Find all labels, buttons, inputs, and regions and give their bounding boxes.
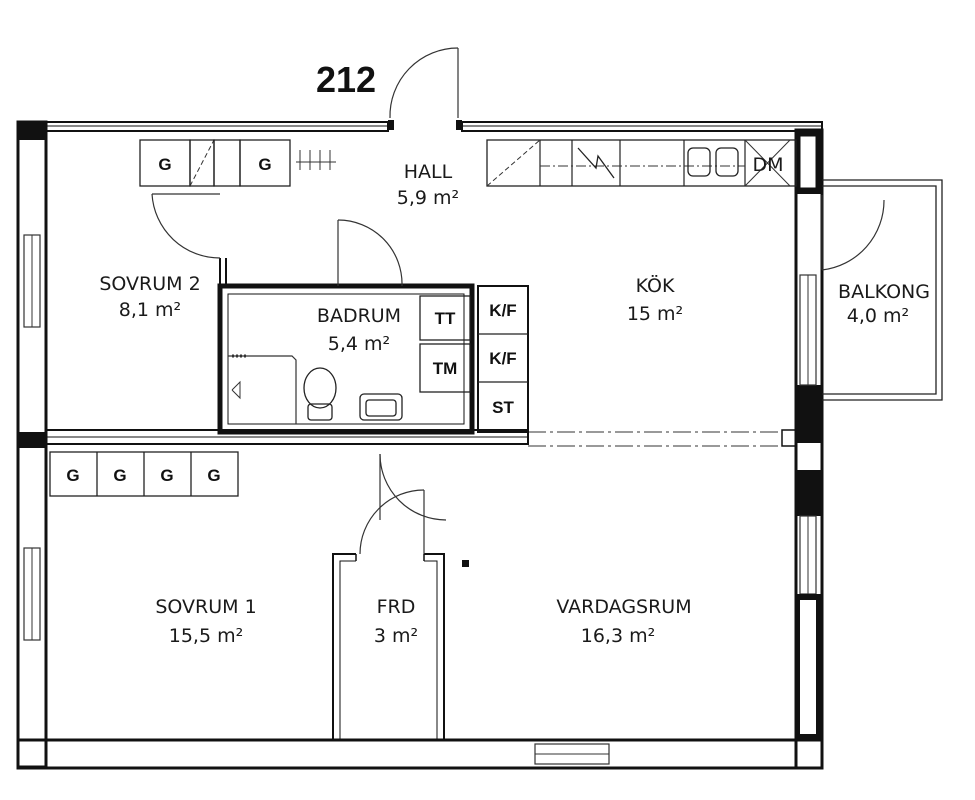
wardrobe-label: G [66,466,79,485]
room-name-kok: KÖK [636,274,675,297]
unit-number: 212 [316,59,376,100]
room-name-sovrum2: SOVRUM 2 [99,273,200,295]
sovrum1-wardrobes: G G G G [49,451,239,497]
room-name-badrum: BADRUM [317,305,401,327]
bathroom-fixtures [228,354,403,424]
sovrum2-wardrobes: G G [139,139,336,187]
toilet-icon [303,367,337,421]
room-area-kok: 15 m² [627,303,683,325]
doors [151,47,469,567]
dishwasher-label: DM [752,154,783,176]
laundry-column: TT TM K/F K/F ST [419,285,529,433]
kitchen-counter: DM [486,139,797,187]
dishwasher-icon [744,139,791,187]
kf-label: K/F [489,301,516,320]
room-name-hall: HALL [404,161,453,183]
shower-icon [228,355,297,424]
room-area-sovrum1: 15,5 m² [169,625,243,647]
room-area-balkong: 4,0 m² [847,305,909,327]
stove-icon [687,147,739,177]
room-area-sovrum2: 8,1 m² [119,299,181,321]
refrigerator-icon [577,147,615,179]
tt-label: TT [435,309,456,328]
balcony [821,179,943,401]
st-label: ST [492,398,514,417]
wardrobe-label: G [207,466,220,485]
room-area-frd: 3 m² [374,625,418,647]
room-name-frd: FRD [377,596,416,618]
room-area-hall: 5,9 m² [397,187,459,209]
tm-label: TM [433,359,458,378]
wardrobe-label: G [158,155,171,174]
wardrobe-label: G [160,466,173,485]
interior-walls [45,120,797,740]
sink-icon [359,393,403,421]
room-name-sovrum1: SOVRUM 1 [155,596,256,618]
radiator-icon [296,150,336,170]
room-name-balkong: BALKONG [838,281,930,303]
room-area-vardagsrum: 16,3 m² [581,625,655,647]
room-area-badrum: 5,4 m² [328,333,390,355]
room-name-vardagsrum: VARDAGSRUM [556,596,691,618]
wardrobe-label: G [258,155,271,174]
kf-label: K/F [489,349,516,368]
wardrobe-label: G [113,466,126,485]
